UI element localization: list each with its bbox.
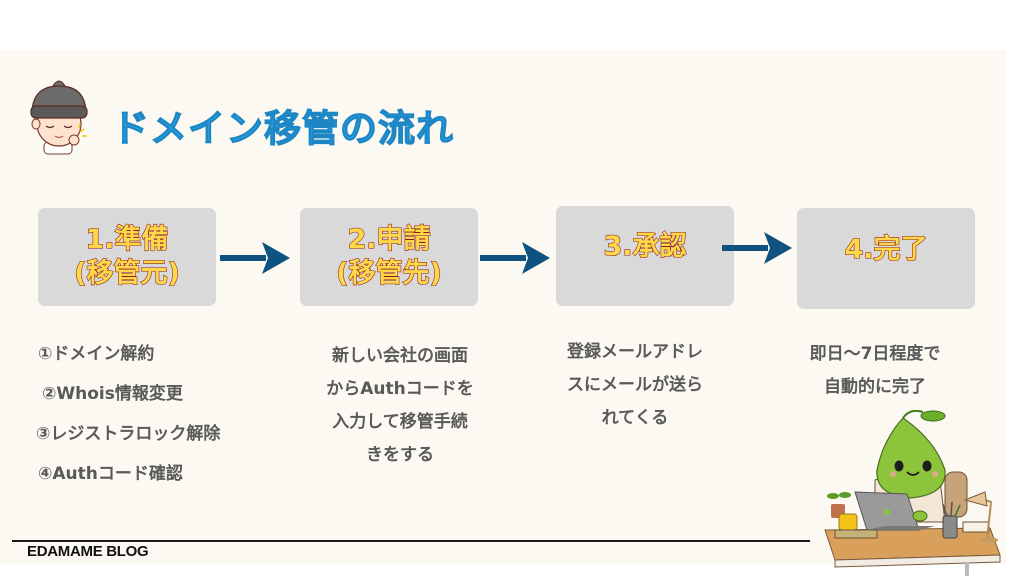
description-line: 新しい会社の画面 — [332, 346, 468, 366]
avatar-icon — [30, 80, 88, 155]
description-line: 登録メールアドレ — [567, 342, 703, 362]
footer-divider — [12, 540, 810, 542]
step-label: 2.申請 (移管先) — [336, 223, 443, 289]
description-line: 自動的に完了 — [824, 377, 926, 397]
description-line: れてくる — [601, 408, 669, 428]
description-line: きをする — [366, 445, 434, 465]
step-box-complete: 4.完了 — [797, 208, 975, 309]
footer-brand: EDAMAME BLOG — [27, 543, 149, 560]
step-label: 3.承認 — [603, 230, 687, 262]
step-box-approve: 3.承認 — [556, 206, 734, 306]
step4-description: 即日〜7日程度で 自動的に完了 — [785, 338, 965, 404]
page-title: ドメイン移管の流れ — [111, 106, 454, 150]
step-box-prepare: 1.準備 (移管元) — [38, 208, 216, 306]
step3-description: 登録メールアドレ スにメールが送ら れてくる — [540, 336, 730, 435]
checklist-item: ②Whois情報変更 — [42, 384, 183, 404]
arrow-right-icon — [220, 242, 290, 274]
edamame-mascot-icon — [824, 410, 1001, 576]
step-label: 1.準備 (移管元) — [74, 223, 181, 289]
description-line: からAuthコードを — [326, 379, 474, 399]
checklist-item: ④Authコード確認 — [38, 464, 183, 484]
step1-checklist: ①ドメイン解約 ②Whois情報変更 ③レジストラロック解除 ④Authコード確… — [36, 340, 221, 500]
arrow-right-icon — [722, 232, 792, 264]
description-line: スにメールが送ら — [567, 375, 703, 395]
checklist-item: ③レジストラロック解除 — [36, 424, 221, 444]
step2-description: 新しい会社の画面 からAuthコードを 入力して移管手続 きをする — [300, 340, 500, 472]
description-line: 即日〜7日程度で — [809, 344, 941, 364]
arrow-right-icon — [480, 242, 550, 274]
step-box-apply: 2.申請 (移管先) — [300, 208, 478, 306]
checklist-item: ①ドメイン解約 — [38, 344, 155, 364]
step-label: 4.完了 — [844, 233, 928, 265]
description-line: 入力して移管手続 — [332, 412, 468, 432]
